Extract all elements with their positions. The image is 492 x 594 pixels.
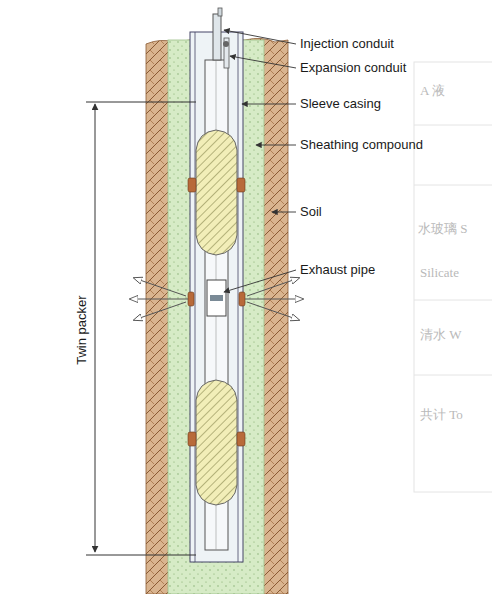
callout-label: Soil [300,205,322,219]
lower-packer [196,380,237,505]
faded-table [414,62,492,492]
seal-rings [188,178,245,446]
expansion-conduit [224,38,229,68]
watermark-text: Silicate [420,266,459,280]
watermark-text: 清水 W [420,328,462,342]
sheathing-compound [168,40,264,594]
callout-label: Exhaust pipe [300,263,375,277]
sleeve-casing [190,32,243,562]
leader-lines [224,30,296,292]
callout-label: Injection conduit [300,37,394,51]
upper-packer [196,130,237,255]
watermark-text: A 液 [420,84,445,98]
soil [146,38,288,594]
dimension-line [86,102,196,555]
callout-label: Sheathing compound [300,138,423,152]
watermark-text: 共计 To [420,408,463,422]
watermark-text: 水玻璃 S [418,222,467,236]
dimension-label: Twin packer [75,295,89,364]
exhaust-pipe [207,280,226,316]
callout-label: Expansion conduit [300,61,406,75]
callout-label: Sleeve casing [300,97,381,111]
injection-conduit [213,14,221,60]
